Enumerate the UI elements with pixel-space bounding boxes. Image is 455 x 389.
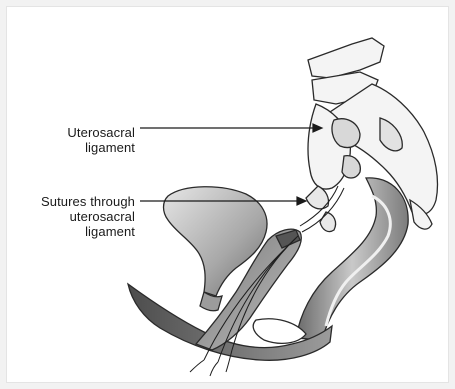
label-line: ligament bbox=[41, 224, 135, 239]
label-line: Uterosacral bbox=[67, 125, 135, 140]
sutures-label: Sutures through uterosacral ligament bbox=[41, 194, 135, 239]
label-line: ligament bbox=[67, 140, 135, 155]
sacrum-bone bbox=[306, 38, 438, 232]
label-line: uterosacral bbox=[41, 209, 135, 224]
uterosacral-ligament-label: Uterosacral ligament bbox=[67, 125, 135, 155]
label-line: Sutures through bbox=[41, 194, 135, 209]
